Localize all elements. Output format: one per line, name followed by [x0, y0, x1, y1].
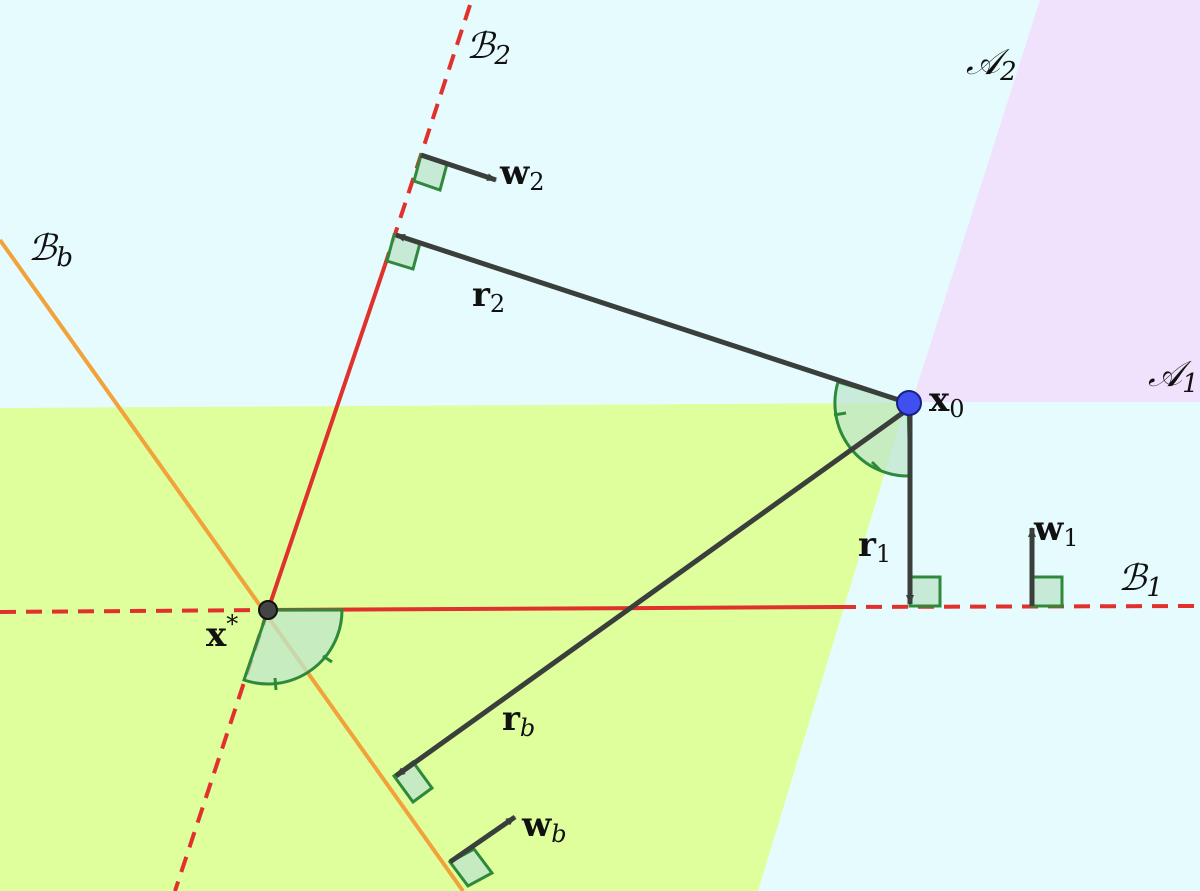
label-x0: x0 — [929, 380, 965, 423]
point-xstar — [258, 600, 278, 620]
angle-arc-xstar — [242, 608, 344, 686]
right-angle-w1 — [1030, 575, 1064, 608]
label-w2: w2 — [499, 153, 545, 196]
label-xstar: x* — [206, 610, 238, 655]
vector-r2 — [395, 232, 909, 406]
label-wb: wb — [521, 805, 567, 848]
label-w1: w1 — [1033, 509, 1079, 552]
angle-arc-x0 — [833, 380, 912, 478]
region-a1-a2 — [912, 0, 1200, 402]
region-feasible — [0, 403, 906, 891]
vector-rb — [394, 409, 906, 779]
angle-tick-xstar-2 — [273, 677, 278, 691]
boundary-b1-solid — [267, 605, 841, 612]
right-angle-r1 — [908, 575, 942, 608]
boundary-b2-dashed-bottom — [173, 609, 270, 891]
angle-tick-x0-1 — [833, 411, 847, 417]
label-bb: ℬb — [28, 228, 73, 273]
point-x0 — [896, 390, 922, 416]
angle-tick-x0-2 — [870, 460, 882, 472]
label-r2: r2 — [472, 275, 505, 318]
boundary-bb — [0, 238, 465, 891]
label-b2: ℬ2 — [466, 26, 511, 71]
angle-tick-xstar-1 — [322, 654, 333, 664]
label-r1: r1 — [858, 525, 891, 568]
boundary-b1-dashed-right — [839, 604, 1196, 609]
vector-wb — [448, 814, 517, 865]
label-rb: rb — [502, 699, 535, 742]
vector-w2 — [420, 152, 497, 183]
boundary-b1-dashed — [0, 608, 269, 614]
boundary-b2-solid — [266, 264, 387, 611]
label-b1: ℬ1 — [1118, 558, 1163, 603]
boundary-b2-dashed-top — [383, 4, 472, 266]
